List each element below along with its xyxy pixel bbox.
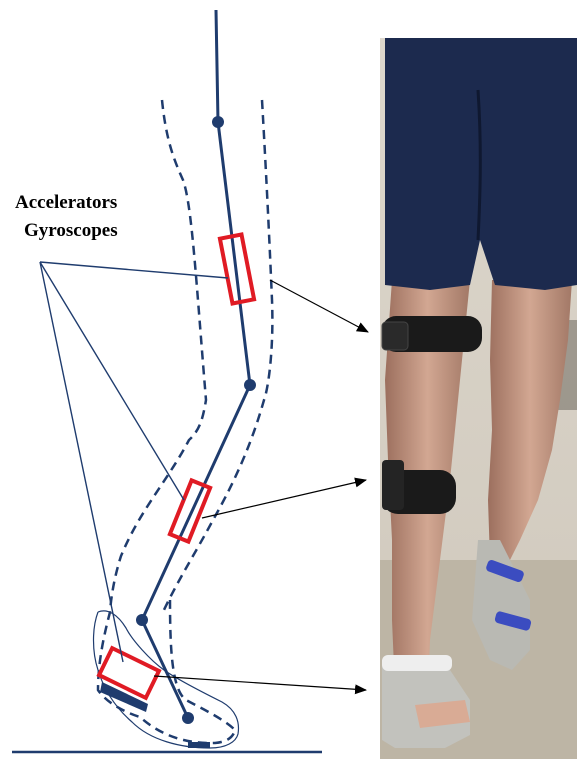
photo-shank-sensor [382,460,404,510]
leader-line-shank [40,262,184,500]
label-accelerators: Accelerators [15,192,117,213]
photo-left-sandal-strap [382,655,452,671]
arrow-thigh [270,280,368,332]
leg-outline-left [98,100,235,743]
leg-schematic: Accelerators Gyroscopes [12,10,368,752]
joint-dot-toe [182,712,194,724]
heel-pad [188,742,210,748]
sensor-box-shank [170,480,210,541]
foot-outline [94,611,239,748]
label-gyroscopes: Gyroscopes [24,220,118,241]
leader-line-thigh [40,262,228,278]
leader-line-foot [40,262,123,662]
leg-skeleton [142,10,250,718]
joint-dot-hip [212,116,224,128]
arrow-shank [202,480,366,518]
leg-photo [380,38,577,759]
photo-thigh-sensor [382,322,408,350]
joint-dot-ankle [136,614,148,626]
joint-dot-knee [244,379,256,391]
pointer-arrows [154,280,368,690]
